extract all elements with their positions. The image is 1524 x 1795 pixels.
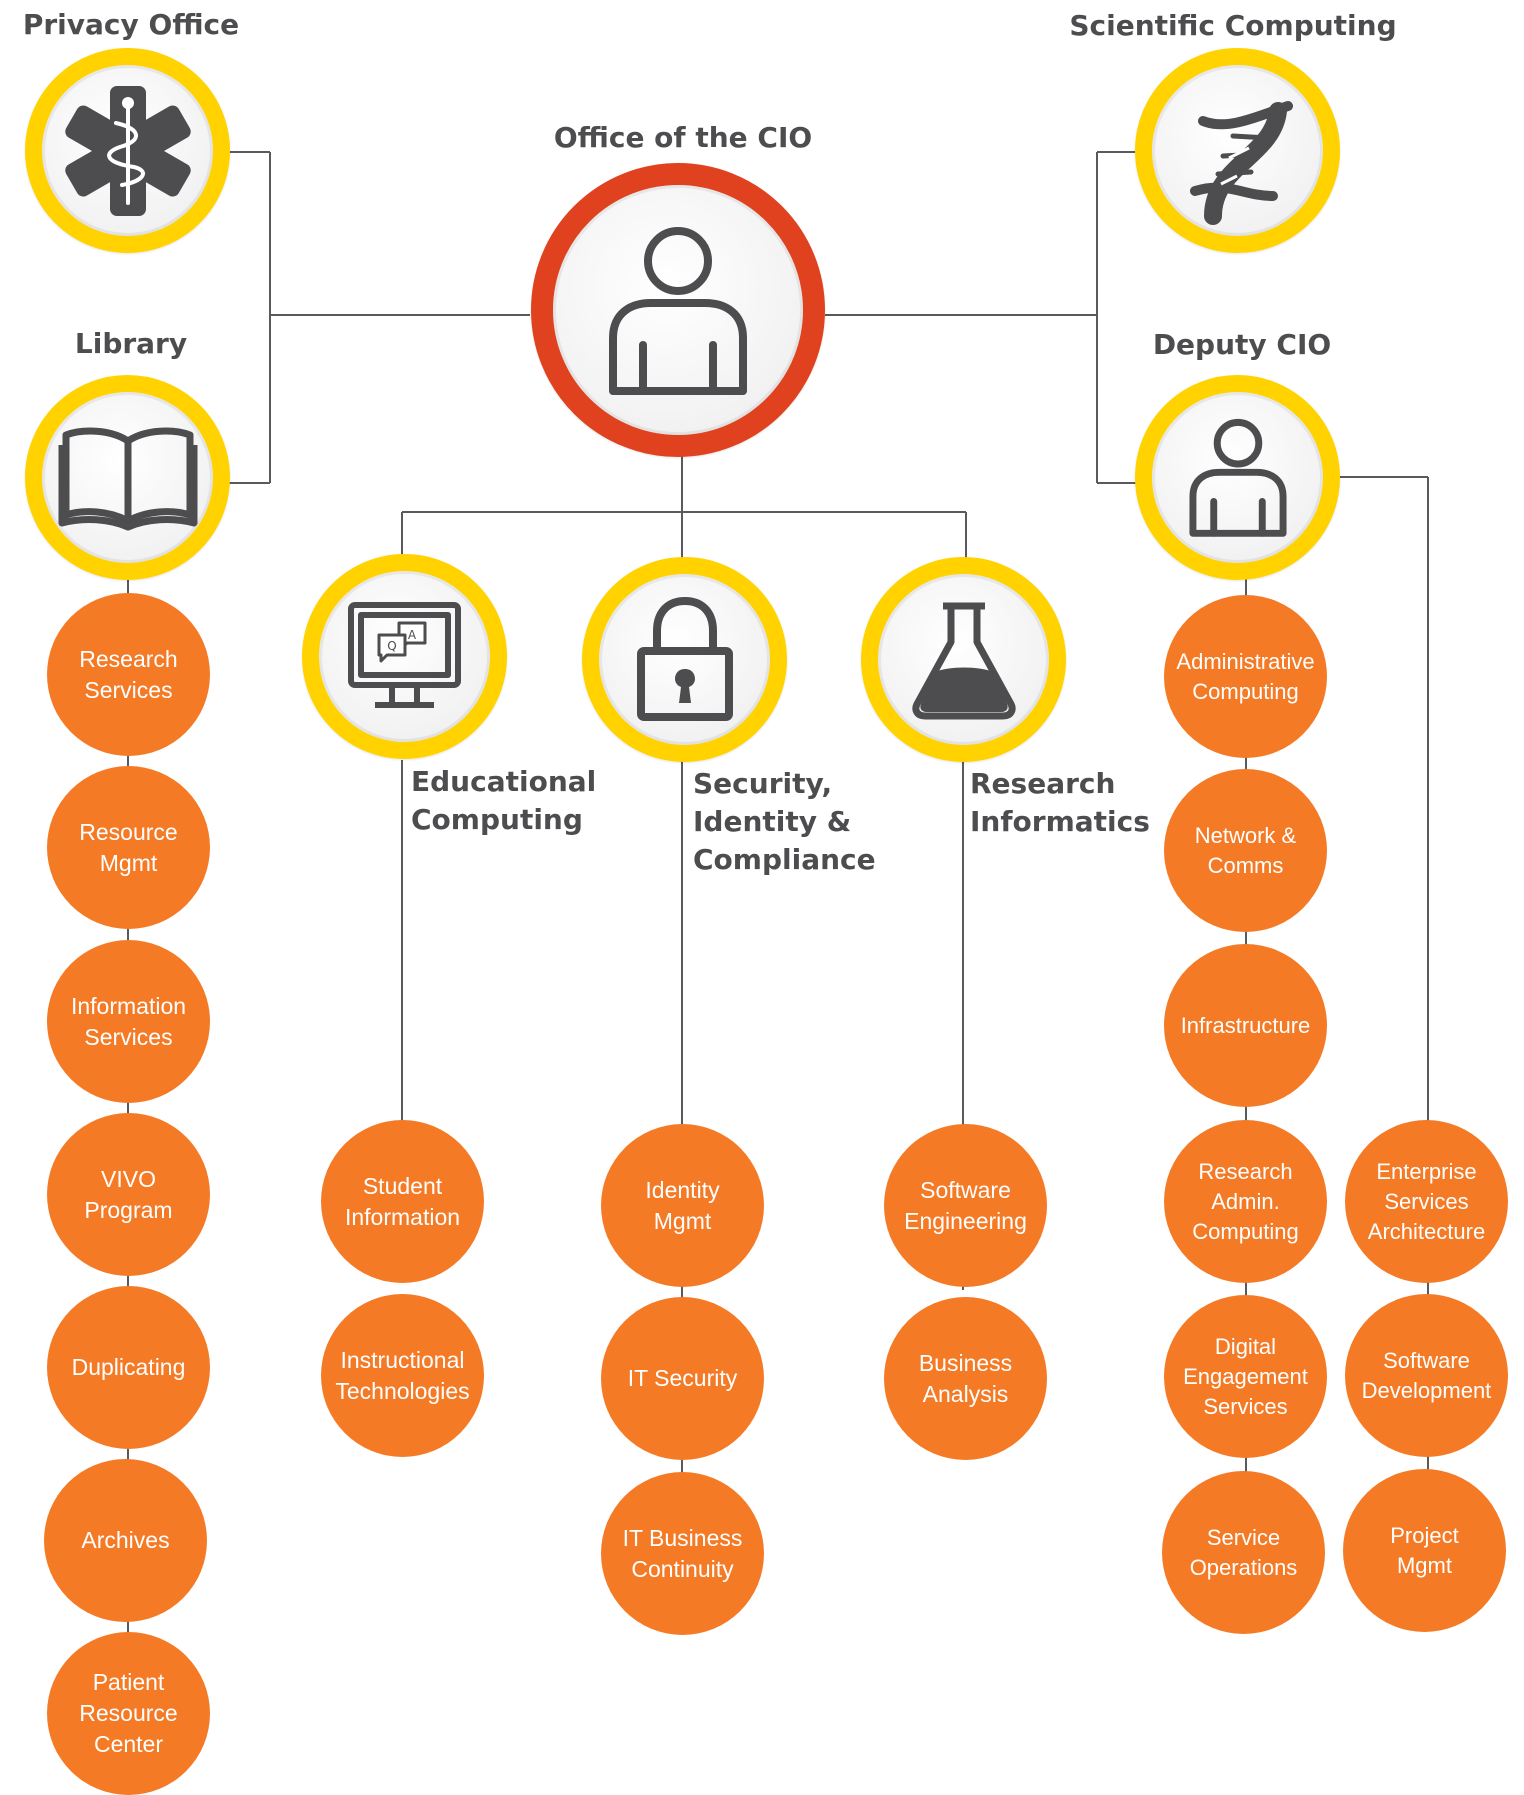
research-informatics-title: Research Informatics	[970, 767, 1150, 838]
svg-text:A: A	[408, 628, 417, 642]
unit-label: Business Analysis	[918, 1349, 1013, 1407]
unit-label: Information Services	[70, 992, 187, 1050]
unit-software-engineering: Software Engineering	[884, 1124, 1047, 1287]
research-informatics-node	[861, 557, 1066, 762]
unit-label: Digital Engagement Services	[1183, 1333, 1308, 1419]
unit-label: IT Security	[627, 1365, 738, 1391]
library-title: Library	[74, 327, 188, 360]
unit-label: Network & Comms	[1194, 822, 1297, 878]
educational-computing-node: A Q	[302, 554, 507, 759]
cio-title: Office of the CIO	[553, 121, 813, 154]
unit-it-security: IT Security	[601, 1297, 764, 1460]
unit-duplicating: Duplicating	[47, 1286, 210, 1449]
unit-resource-mgmt: Resource Mgmt	[47, 766, 210, 929]
security-node	[582, 557, 787, 762]
person-icon	[609, 226, 747, 395]
unit-label: Administrative Computing	[1176, 648, 1315, 704]
unit-project-mgmt: Project Mgmt	[1343, 1469, 1506, 1632]
deputy-cio-node	[1135, 375, 1340, 580]
unit-vivo-program: VIVO Program	[47, 1113, 210, 1276]
unit-identity-mgmt: Identity Mgmt	[601, 1124, 764, 1287]
unit-business-analysis: Business Analysis	[884, 1297, 1047, 1460]
privacy-office-node	[25, 48, 230, 253]
educational-computing-title: Educational Computing	[411, 765, 597, 836]
unit-label: Service Operations	[1189, 1524, 1298, 1580]
monitor-chat-icon: A Q	[348, 602, 461, 708]
unit-label: IT Business Continuity	[622, 1524, 743, 1582]
unit-label: Instructional Technologies	[335, 1346, 470, 1404]
unit-label: Resource Mgmt	[79, 818, 178, 876]
cio-node	[531, 163, 825, 457]
unit-service-operations: Service Operations	[1162, 1471, 1325, 1634]
unit-label: Duplicating	[71, 1354, 186, 1380]
deputy-cio-title: Deputy CIO	[1152, 328, 1332, 361]
unit-instructional-technologies: Instructional Technologies	[321, 1294, 484, 1457]
unit-label: Archives	[81, 1527, 170, 1553]
unit-label: Research Admin. Computing	[1192, 1158, 1299, 1244]
unit-it-business-continuity: IT Business Continuity	[601, 1472, 764, 1635]
unit-digital-engagement-services: Digital Engagement Services	[1164, 1295, 1327, 1458]
person-icon	[1188, 418, 1287, 537]
unit-network-comms: Network & Comms	[1164, 769, 1327, 932]
padlock-icon	[636, 597, 733, 721]
open-book-icon	[58, 427, 197, 530]
unit-research-admin-computing: Research Admin. Computing	[1164, 1120, 1327, 1283]
unit-research-services: Research Services	[47, 593, 210, 756]
star-of-life-icon	[64, 85, 191, 216]
scientific-computing-title: Scientific Computing	[1069, 9, 1397, 42]
library-node	[25, 375, 230, 580]
privacy-office-title: Privacy Office	[22, 8, 240, 41]
unit-enterprise-services-architecture: Enterprise Services Architecture	[1345, 1120, 1508, 1283]
unit-student-information: Student Information	[321, 1120, 484, 1283]
unit-label: Student Information	[344, 1172, 461, 1230]
unit-label: VIVO Program	[84, 1165, 173, 1223]
unit-label: Identity Mgmt	[645, 1176, 720, 1234]
flask-icon	[911, 602, 1016, 719]
unit-software-development: Software Development	[1345, 1294, 1508, 1457]
dna-icon	[1189, 100, 1293, 225]
unit-label: Software Development	[1361, 1347, 1492, 1403]
unit-information-services: Information Services	[47, 940, 210, 1103]
unit-label: Software Engineering	[904, 1176, 1027, 1234]
unit-label: Enterprise Services Architecture	[1367, 1158, 1486, 1244]
unit-label: Project Mgmt	[1390, 1522, 1459, 1578]
svg-text:Q: Q	[387, 639, 396, 653]
unit-label: Infrastructure	[1180, 1012, 1311, 1038]
unit-label: Patient Resource Center	[79, 1669, 178, 1757]
unit-infrastructure: Infrastructure	[1164, 944, 1327, 1107]
security-title: Security, Identity & Compliance	[693, 767, 876, 876]
unit-administrative-computing: Administrative Computing	[1164, 595, 1327, 758]
unit-patient-resource-center: Patient Resource Center	[47, 1632, 210, 1795]
unit-archives: Archives	[44, 1459, 207, 1622]
unit-label: Research Services	[79, 645, 178, 703]
scientific-computing-node	[1135, 48, 1340, 253]
